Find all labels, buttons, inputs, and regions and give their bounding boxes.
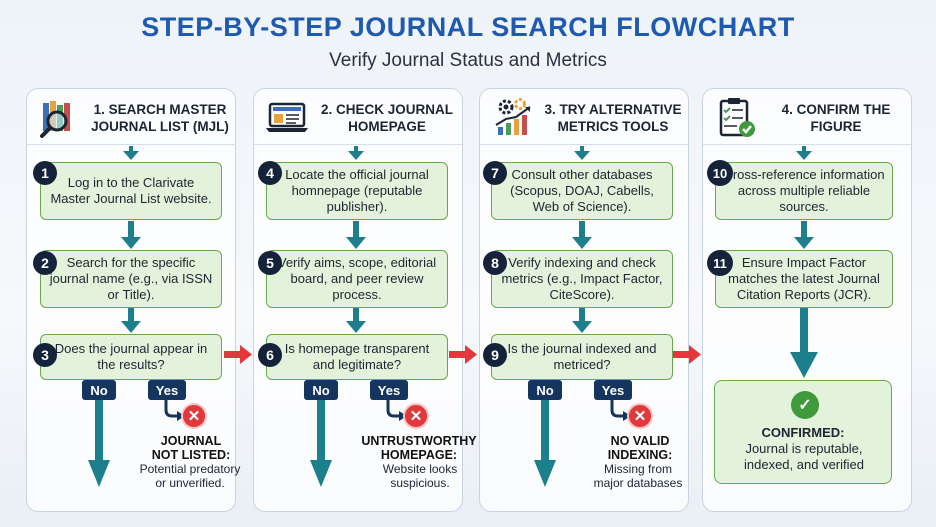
confirmed-title: CONFIRMED: — [761, 425, 845, 440]
fail-description: Website looks suspicious. — [382, 462, 458, 490]
page-subtitle: Verify Journal Status and Metrics — [329, 50, 607, 71]
column-header: 1. SEARCH MASTER JOURNAL LIST (MJL) — [27, 89, 235, 145]
step-text: Does the journal appear in the results? — [54, 341, 208, 372]
decision-box-6: Is homepage transparent and legitimate? — [266, 334, 448, 380]
continue-arrows — [224, 345, 701, 364]
laptop-icon — [266, 102, 308, 132]
fail-description: Missing from major databases — [593, 462, 683, 490]
step-box-10: Cross-reference information across multi… — [715, 162, 893, 220]
step-text: Cross-reference information across multi… — [723, 167, 885, 214]
column-header: 4. CONFIRM THE FIGURE — [703, 89, 911, 145]
step-box-4: Locate the official journal homnepage (r… — [266, 162, 448, 220]
yes-label: Yes — [594, 380, 632, 400]
yes-branch-arrows — [164, 397, 624, 418]
step-text: Log in to the Clarivate Master Journal L… — [50, 175, 212, 206]
yes-label: Yes — [370, 380, 408, 400]
column-title: 4. CONFIRM THE FIGURE — [781, 102, 891, 134]
step-text: Search for the specific journal name (e.… — [49, 255, 213, 302]
header-arrows — [123, 146, 812, 160]
step-number-badge: 5 — [258, 251, 282, 275]
fail-title: JOURNAL NOT LISTED: — [151, 434, 231, 462]
step-box-5: Verify aims, scope, editorial board, and… — [266, 250, 448, 308]
x-mark-icon: ✕ — [627, 403, 653, 429]
gears-chart-icon — [495, 98, 531, 135]
fail-title: UNTRUSTWORTHY HOMEPAGE: — [361, 434, 477, 462]
decision-box-3: Does the journal appear in the results? — [40, 334, 222, 380]
x-mark-icon: ✕ — [181, 403, 207, 429]
no-label: No — [304, 380, 338, 400]
confirmed-box: ✓ CONFIRMED: Journal is reputable, index… — [714, 380, 892, 484]
step-number-badge: 2 — [33, 251, 57, 275]
page-title: STEP-BY-STEP JOURNAL SEARCH FLOWCHART — [141, 12, 795, 42]
check-mark-icon: ✓ — [791, 391, 819, 419]
no-label: No — [82, 380, 116, 400]
column-title: 3. TRY ALTERNATIVE METRICS TOOLS — [544, 102, 682, 134]
yes-label: Yes — [148, 380, 186, 400]
step-number-badge: 1 — [33, 161, 57, 185]
step-box-8: Verify indexing and check metrics (e.g.,… — [491, 250, 673, 308]
step-text: Ensure Impact Factor matches the latest … — [728, 255, 880, 302]
decision-box-9: Is the journal indexed and metriced? — [491, 334, 673, 380]
step-arrows — [121, 221, 818, 378]
no-label: No — [528, 380, 562, 400]
step-text: Consult other databases (Scopus, DOAJ, C… — [510, 167, 654, 214]
step-text: Is homepage transparent and legitimate? — [284, 341, 430, 372]
column-header: 2. CHECK JOURNAL HOMEPAGE — [254, 89, 462, 145]
column-title: 2. CHECK JOURNAL HOMEPAGE — [320, 102, 453, 134]
step-text: Is the journal indexed and metriced? — [507, 341, 657, 372]
confirmed-description: Journal is reputable, indexed, and verif… — [744, 441, 864, 472]
step-number-badge: 7 — [483, 161, 507, 185]
step-number-badge: 10 — [707, 160, 733, 186]
step-box-2: Search for the specific journal name (e.… — [40, 250, 222, 308]
step-number-badge: 6 — [258, 343, 282, 367]
step-text: Verify aims, scope, editorial board, and… — [277, 255, 437, 302]
step-box-11: Ensure Impact Factor matches the latest … — [715, 250, 893, 308]
step-box-7: Consult other databases (Scopus, DOAJ, C… — [491, 162, 673, 220]
step-number-badge: 9 — [483, 343, 507, 367]
fail-title: NO VALID INDEXING: — [607, 434, 673, 462]
column-title: 1. SEARCH MASTER JOURNAL LIST (MJL) — [91, 102, 229, 134]
step-box-1: Log in to the Clarivate Master Journal L… — [40, 162, 222, 220]
step-number-badge: 11 — [707, 250, 733, 276]
step-text: Verify indexing and check metrics (e.g.,… — [501, 255, 663, 302]
magnifier-books-icon — [40, 101, 70, 138]
no-branch-arrows — [88, 396, 556, 487]
step-number-badge: 8 — [483, 251, 507, 275]
step-text: Locate the official journal homnepage (r… — [285, 167, 429, 214]
fail-description: Potential predatory or unverified. — [139, 462, 241, 490]
step-number-badge: 4 — [258, 161, 282, 185]
checklist-icon — [719, 98, 755, 137]
column-header: 3. TRY ALTERNATIVE METRICS TOOLS — [480, 89, 688, 145]
x-mark-icon: ✕ — [403, 403, 429, 429]
step-number-badge: 3 — [33, 343, 57, 367]
